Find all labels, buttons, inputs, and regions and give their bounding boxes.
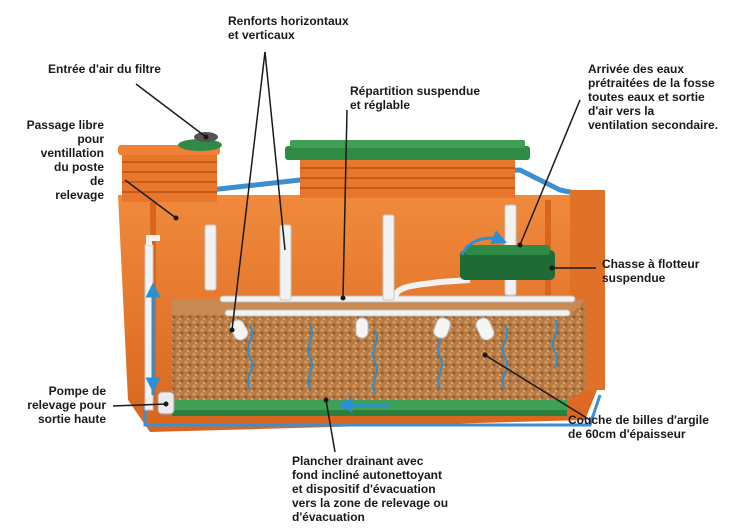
label-chasse: Chasse à flotteur suspendue <box>602 257 700 285</box>
leader-lines <box>112 51 596 453</box>
label-passage-libre: Passage libre pour ventillation du poste… <box>26 118 104 202</box>
label-repartition: Répartition suspendue et réglable <box>350 84 481 112</box>
percolation-lines <box>247 319 558 395</box>
label-plancher: Plancher drainant avec fond incliné auto… <box>292 454 449 524</box>
label-entree-air: Entrée d'air du filtre <box>48 62 161 76</box>
label-arrivee-eaux: Arrivée des eaux prétraitées de la fosse… <box>588 62 719 132</box>
distribution-pipes <box>219 277 576 341</box>
label-renforts: Renforts horizontaux et verticaux <box>228 14 349 42</box>
float-flush-tank <box>460 230 555 280</box>
center-riser <box>285 140 530 198</box>
left-riser <box>118 132 222 202</box>
label-couche: Couche de billes d'argile de 60cm d'épai… <box>568 413 709 441</box>
label-pompe: Pompe de relevage pour sortie haute <box>27 384 106 426</box>
